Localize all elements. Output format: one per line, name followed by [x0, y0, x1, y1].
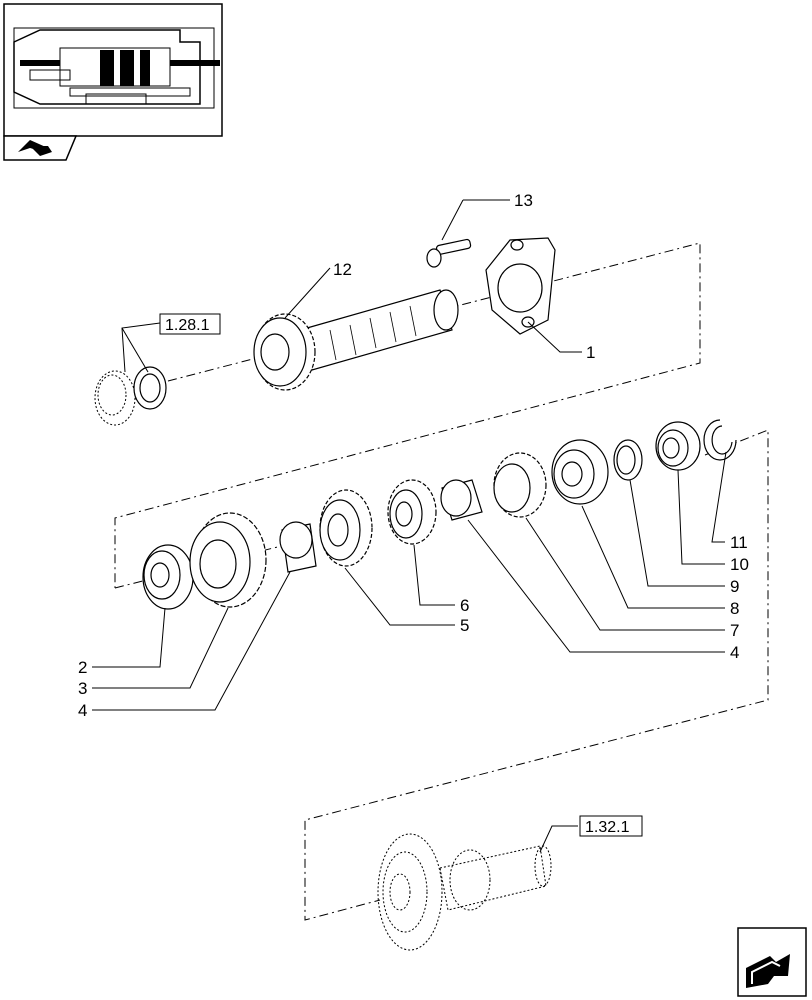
bearing-part-10	[655, 421, 701, 471]
bearing-part-2	[142, 544, 194, 610]
callout-5: 5	[460, 616, 469, 635]
callout-12: 12	[333, 260, 352, 279]
callout-4-left: 4	[78, 701, 87, 720]
bushing-part-4-right	[440, 479, 483, 521]
bushing-part-4-left	[279, 521, 317, 573]
snap-rings-ref	[94, 366, 167, 426]
callout-1: 1	[586, 343, 595, 362]
gear-part-3	[189, 512, 267, 608]
callout-6: 6	[460, 596, 469, 615]
countershaft-ref	[377, 833, 552, 951]
callout-11: 11	[730, 533, 748, 552]
input-shaft-part-12	[253, 289, 459, 391]
callout-2: 2	[78, 658, 87, 677]
ref-box-top[interactable]: 1.28.1	[159, 313, 221, 335]
callout-9: 9	[730, 577, 739, 596]
ref-box-bottom[interactable]: 1.32.1	[579, 815, 643, 837]
callout-13: 13	[514, 191, 533, 210]
gear-part-5	[319, 489, 373, 567]
ref-label-bottom: 1.32.1	[585, 819, 630, 836]
transmission-section-thumbnail-icon[interactable]	[3, 3, 223, 137]
callout-3: 3	[78, 679, 87, 698]
callout-10: 10	[730, 555, 749, 574]
bolt-part-13	[426, 238, 472, 268]
callout-8: 8	[730, 599, 739, 618]
bearing-part-8	[551, 439, 609, 505]
flange-plate-part-1	[485, 237, 556, 335]
page-back-arrow-icon[interactable]	[3, 135, 78, 161]
gear-part-6	[387, 479, 437, 545]
ref-label-top: 1.28.1	[165, 317, 210, 334]
gear-part-7	[493, 452, 547, 518]
ring-part-9	[613, 439, 643, 481]
snap-ring-part-11	[703, 419, 737, 461]
callout-7: 7	[730, 621, 739, 640]
callout-4-right: 4	[730, 643, 739, 662]
page-forward-arrow-icon[interactable]	[737, 927, 807, 997]
